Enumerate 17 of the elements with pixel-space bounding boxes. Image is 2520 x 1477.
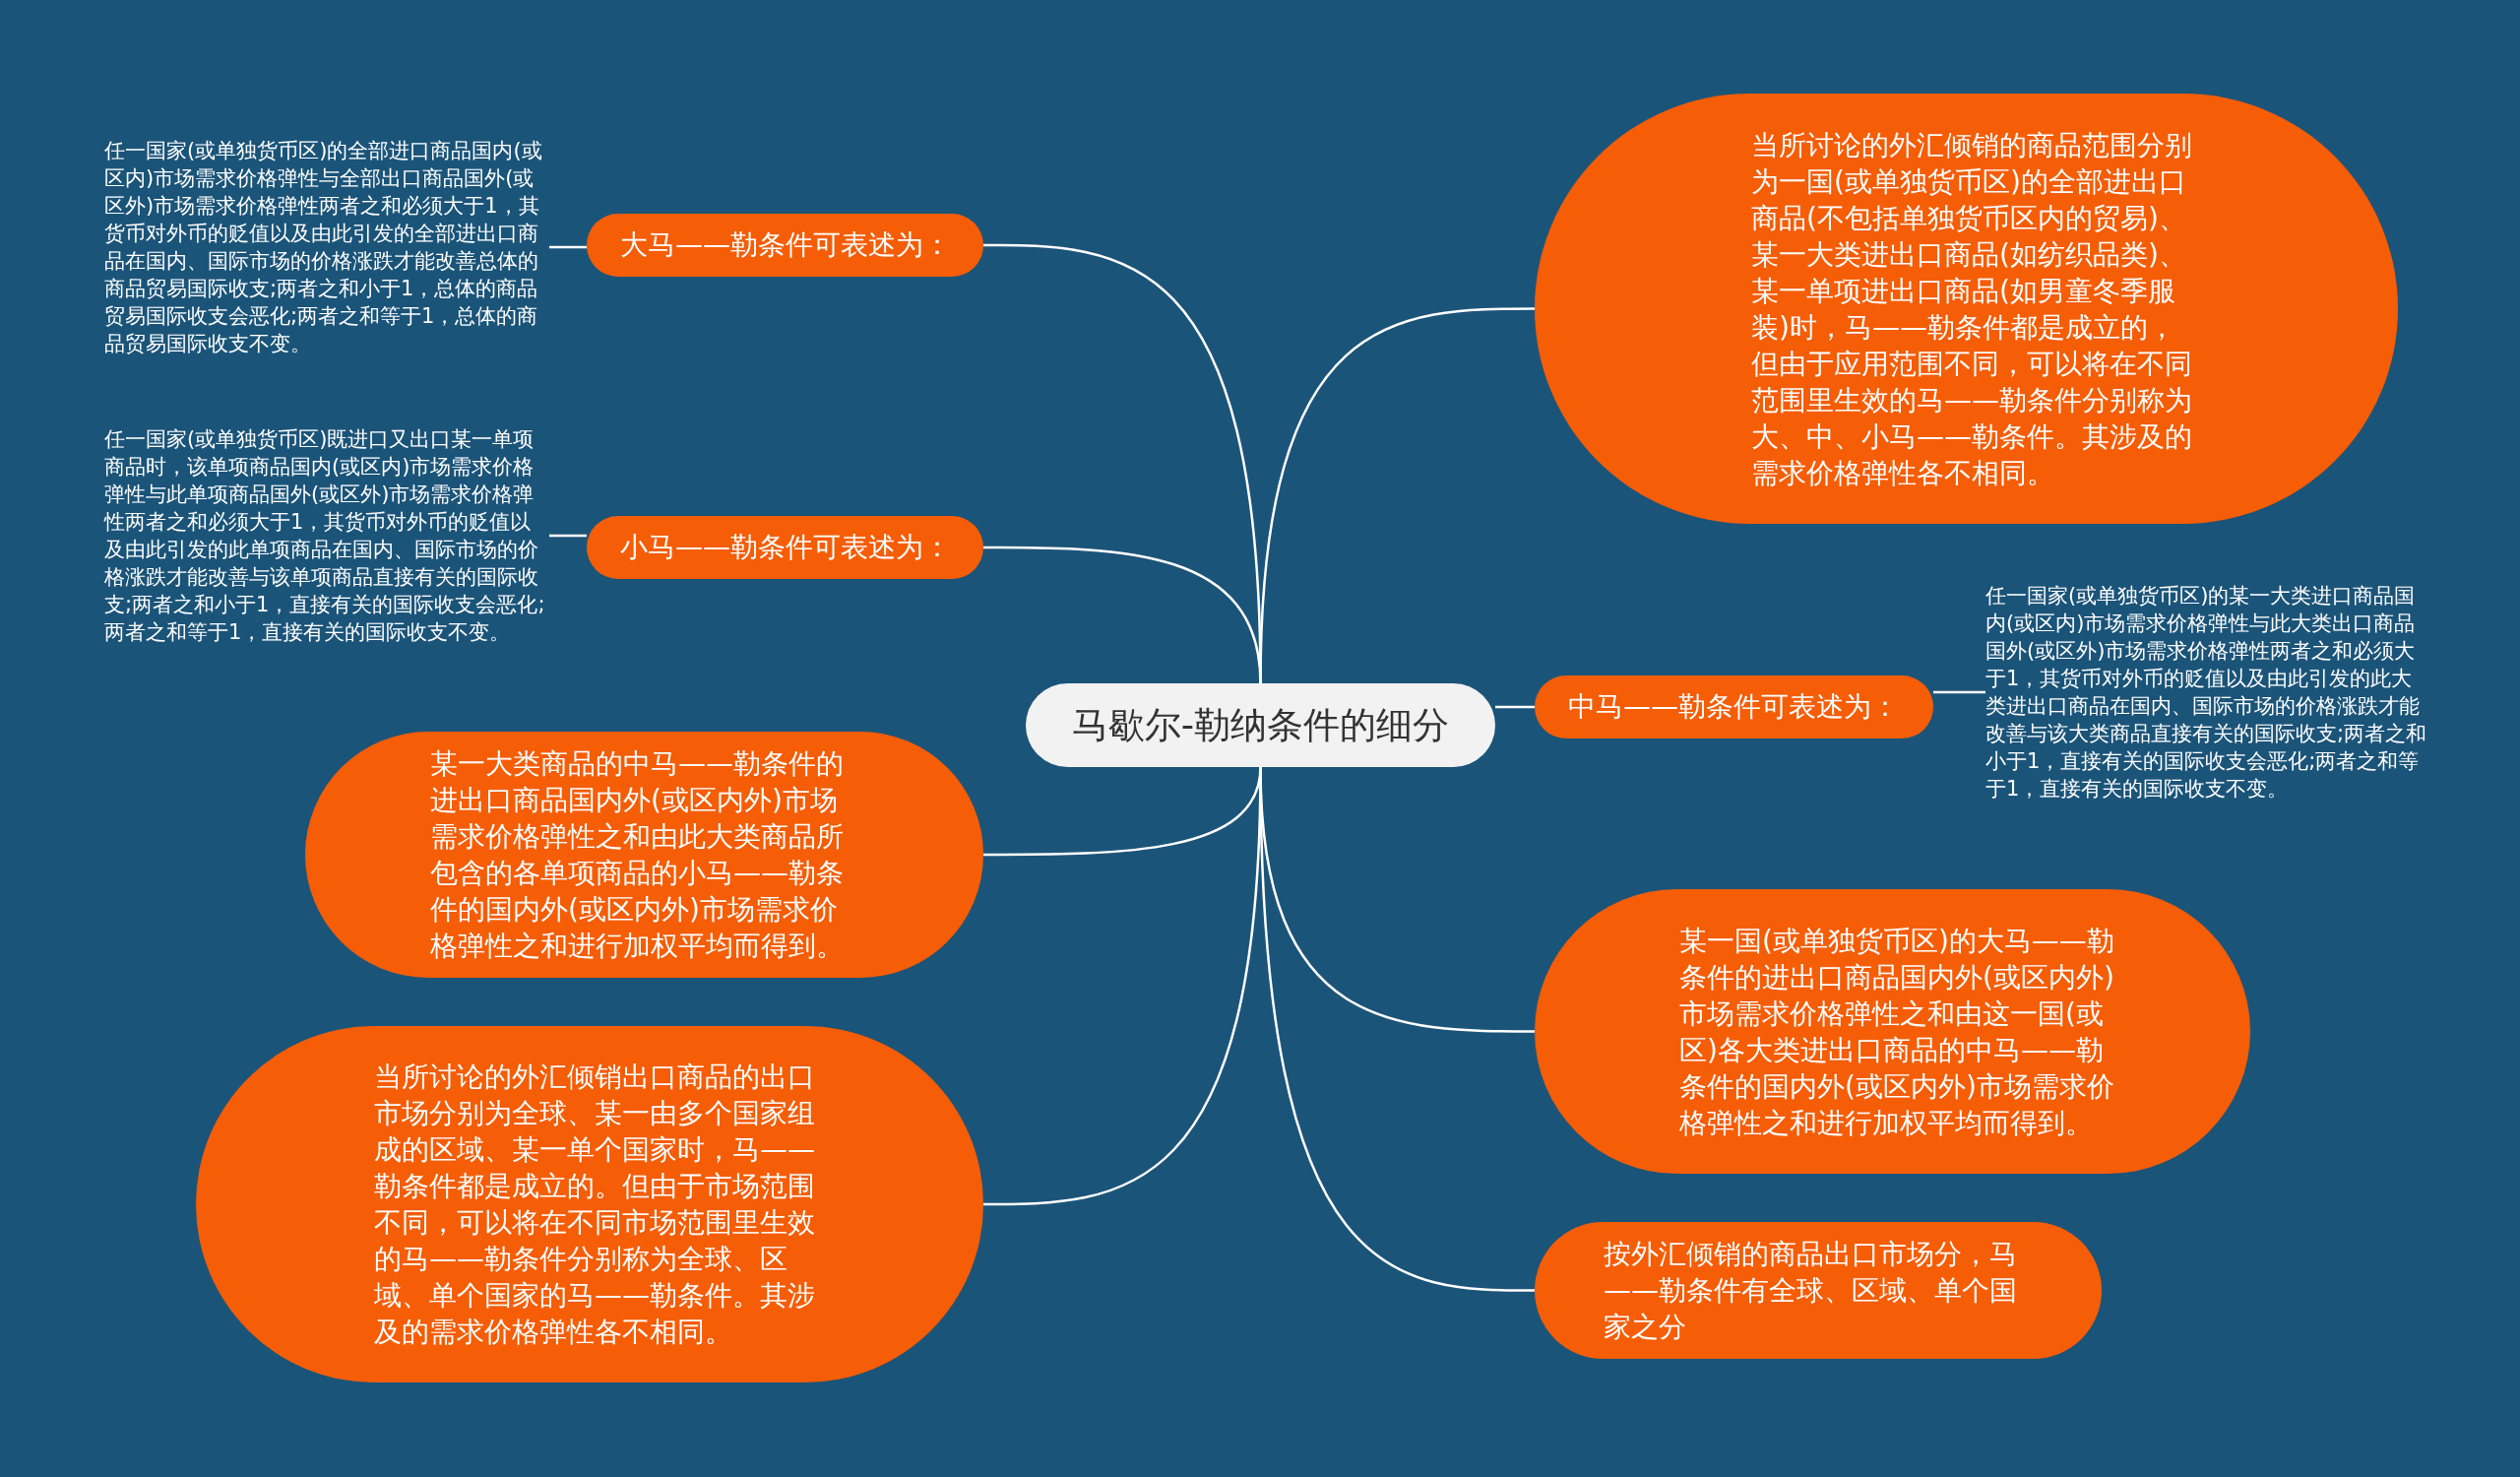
topic-pill: 小马——勒条件可表述为： <box>587 516 983 579</box>
topic-pill: 某一国(或单独货币区)的大马——勒条件的进出口商品国内外(或区内外)市场需求价格弹性之和由这一国(或区)各大类进出口商品的中马——勒条件的国内外(或区内外)市场需求价格弹性之和进行加权平均而得到。 <box>1535 889 2250 1174</box>
connector-line <box>549 245 587 249</box>
central-topic: 马歇尔-勒纳条件的细分 <box>1026 683 1495 767</box>
topic-pill: 当所讨论的外汇倾销出口商品的出口市场分别为全球、某一由多个国家组成的区域、某一单个国家时，马——勒条件都是成立的。但由于市场范围不同，可以将在不同市场范围里生效的马——勒条件分别称为全球、区域、单个国家的马——勒条件。其涉及的需求价格弹性各不相同。 <box>196 1026 983 1382</box>
topic-pill: 中马——勒条件可表述为： <box>1535 675 1933 738</box>
topic-pill: 大马——勒条件可表述为： <box>587 214 983 277</box>
topic-pill: 某一大类商品的中马——勒条件的进出口商品国内外(或区内外)市场需求价格弹性之和由此大类商品所包含的各单项商品的小马——勒条件的国内外(或区内外)市场需求价格弹性之和进行加权平均而得到。 <box>305 732 983 978</box>
note-text: 任一国家(或单独货币区)的某一大类进口商品国内(或区内)市场需求价格弹性与此大类出口商品国外(或区外)市场需求价格弹性两者之和必须大于1，其货币对外币的贬值以及由此引发的此大类进出口商品在国内、国际市场的价格涨跌才能改善与该大类商品直接有关的国际收支;两者之和小于1，直接有关的国际收支会恶化;两者之和等于1，直接有关的国际收支不变。 <box>1985 582 2428 803</box>
connector-line <box>1933 690 1985 694</box>
topic-pill: 当所讨论的外汇倾销的商品范围分别为一国(或单独货币区)的全部进出口商品(不包括单独货币区内的贸易)、某一大类进出口商品(如纺织品类)、某一单项进出口商品(如男童冬季服装)时，马——勒条件都是成立的，但由于应用范围不同，可以将在不同范围里生效的马——勒条件分别称为大、中、小马——勒条件。其涉及的需求价格弹性各不相同。 <box>1535 94 2398 524</box>
connector-line <box>1495 705 1535 709</box>
note-text: 任一国家(或单独货币区)既进口又出口某一单项商品时，该单项商品国内(或区内)市场需求价格弹性与此单项商品国外(或区外)市场需求价格弹性两者之和必须大于1，其货币对外币的贬值以及由此引发的此单项商品在国内、国际市场的价格涨跌才能改善与该单项商品直接有关的国际收支;两者之和小于1，直接有关的国际收支会恶化;两者之和等于1，直接有关的国际收支不变。 <box>104 425 549 646</box>
topic-pill: 按外汇倾销的商品出口市场分，马——勒条件有全球、区域、单个国家之分 <box>1535 1222 2102 1359</box>
connector-line <box>549 534 587 538</box>
note-text: 任一国家(或单独货币区)的全部进口商品国内(或区内)市场需求价格弹性与全部出口商品国外(或区外)市场需求价格弹性两者之和必须大于1，其货币对外币的贬值以及由此引发的全部进出口商品在国内、国际市场的价格涨跌才能改善总体的商品贸易国际收支;两者之和小于1，总体的商品贸易国际收支会恶化;两者之和等于1，总体的商品贸易国际收支不变。 <box>104 137 549 357</box>
connector-line <box>1259 307 1535 684</box>
